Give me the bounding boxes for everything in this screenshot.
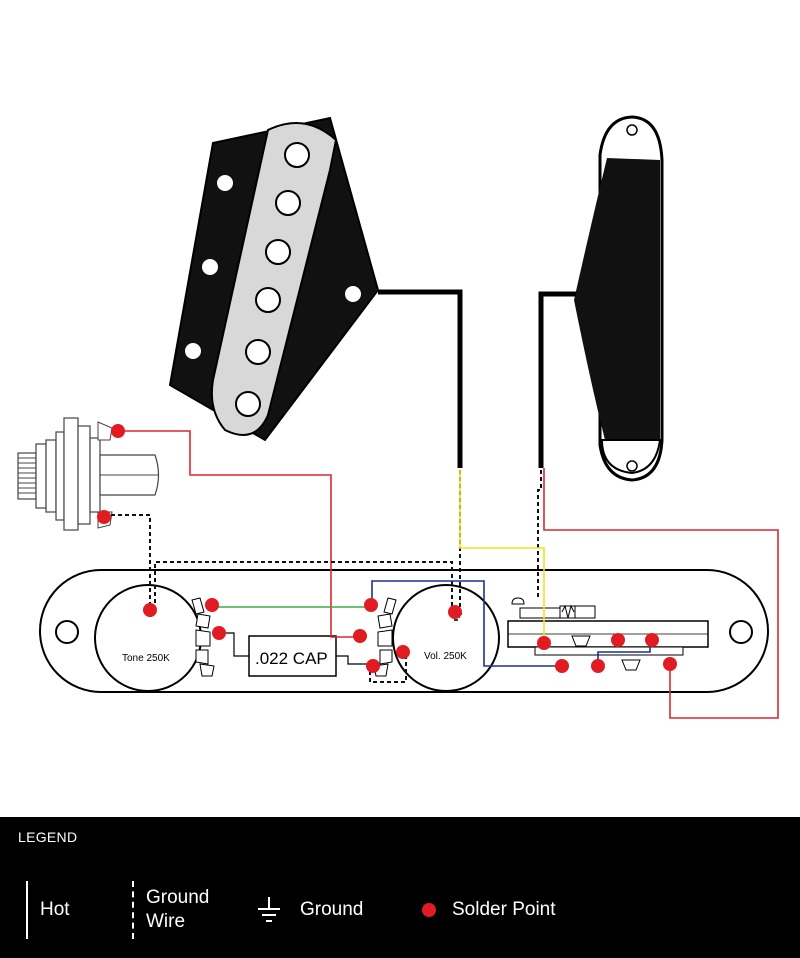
solder-points (97, 424, 677, 673)
legend-ground-wire-label: Ground Wire (146, 886, 209, 934)
solder-point-icon (555, 659, 569, 673)
neck-pickup (574, 115, 664, 482)
solder-point-icon (591, 659, 605, 673)
solder-point-icon (97, 510, 111, 524)
solder-point-icon (364, 598, 378, 612)
hot-wires (118, 430, 779, 719)
legend-solder-point: Solder Point (422, 880, 556, 940)
legend-ground-wire: Ground Wire (132, 880, 209, 940)
legend-hot-label: Hot (40, 899, 70, 920)
legend-ground-label: Ground (300, 899, 364, 920)
solder-point-icon (611, 633, 625, 647)
solder-point-icon (353, 629, 367, 643)
volume-pot-label: Vol. 250K (424, 651, 467, 662)
pickup-leads (378, 289, 576, 468)
solder-point-icon (448, 605, 462, 619)
solder-point-icon (396, 645, 410, 659)
solder-point-icon (422, 903, 436, 917)
solder-point-icon (143, 603, 157, 617)
legend: LEGEND Hot Ground Wire Ground Solder Poi… (0, 817, 800, 958)
tone-pot (94, 584, 215, 692)
solder-point-icon (366, 659, 380, 673)
legend-title: LEGEND (18, 829, 78, 845)
ground-symbol-icon (258, 897, 280, 922)
capacitor (219, 632, 372, 677)
legend-ground-wire-line2: Wire (146, 911, 186, 932)
capacitor-label: .022 CAP (255, 649, 328, 668)
legend-hot: Hot (26, 880, 70, 940)
solder-point-icon (663, 657, 677, 671)
yellow-wire (459, 470, 545, 642)
solder-point-icon (645, 633, 659, 647)
bridge-pickup (168, 116, 380, 442)
ground-wire-line-icon (132, 881, 134, 939)
solder-point-icon (537, 636, 551, 650)
tone-pot-label: Tone 250K (122, 653, 170, 664)
pickup-selector-switch (507, 597, 709, 671)
solder-point-icon (205, 598, 219, 612)
output-jack-icon (17, 417, 160, 531)
solder-point-icon (212, 626, 226, 640)
wiring-diagram: Tone 250K Vol. 250K .022 CAP (17, 115, 779, 719)
legend-solder-point-label: Solder Point (452, 899, 556, 920)
legend-ground: Ground (252, 880, 363, 940)
hot-line-icon (26, 881, 28, 939)
volume-pot (373, 584, 500, 692)
solder-point-icon (111, 424, 125, 438)
legend-ground-wire-line1: Ground (146, 887, 210, 908)
